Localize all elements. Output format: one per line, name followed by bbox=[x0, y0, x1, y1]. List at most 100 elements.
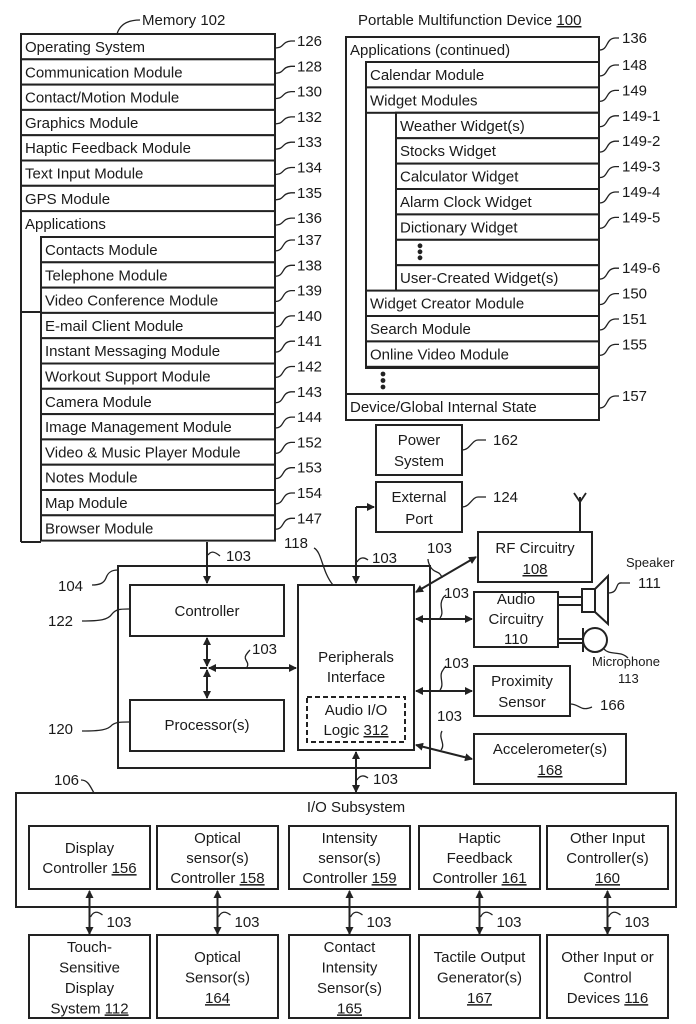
app-module-label: Map Module bbox=[45, 495, 128, 512]
app-module-label: Browser Module bbox=[45, 520, 153, 537]
io-controller-label: Optical bbox=[194, 830, 241, 847]
memory-title: Memory 102 bbox=[142, 12, 225, 29]
io-bus-ref: 103 bbox=[497, 914, 522, 931]
io-device-label: Intensity bbox=[322, 959, 378, 976]
io-controller-label: sensor(s) bbox=[318, 850, 381, 867]
speaker-icon bbox=[558, 573, 609, 627]
widget-row-label: Calculator Widget bbox=[400, 169, 519, 186]
ellipsis-dot-icon bbox=[417, 249, 423, 255]
widget-modules-row-leader bbox=[598, 89, 619, 103]
app-module-label: Workout Support Module bbox=[45, 369, 211, 386]
svg-text:110: 110 bbox=[504, 631, 528, 648]
app-module-label: E-mail Client Module bbox=[45, 318, 183, 335]
app-module-leader bbox=[274, 239, 295, 252]
app-continued-row-leader bbox=[598, 343, 619, 357]
svg-text:103: 103 bbox=[444, 655, 469, 672]
io-device-label: Contact bbox=[324, 939, 377, 956]
io-device-label: Devices 116 bbox=[567, 990, 648, 1007]
svg-text:Port: Port bbox=[405, 511, 433, 528]
controller-label: Controller bbox=[174, 603, 239, 620]
app-continued-row-leader bbox=[598, 318, 619, 331]
svg-text:103: 103 bbox=[373, 771, 398, 788]
memory-row-leader bbox=[274, 40, 295, 49]
memory-leader bbox=[116, 19, 141, 35]
app-module-ref: 140 bbox=[297, 308, 322, 325]
app-module-label: Contacts Module bbox=[45, 242, 158, 259]
svg-text:System: System bbox=[394, 453, 444, 470]
memory-row-ref: 133 bbox=[297, 134, 322, 151]
app-module-leader bbox=[274, 391, 295, 404]
external-port-ref: 124 bbox=[493, 489, 518, 506]
memory-row-label: Applications bbox=[25, 216, 106, 233]
widget-row: Stocks Widget 149-2 bbox=[395, 133, 660, 165]
memory-row-leader bbox=[274, 166, 295, 176]
widget-row-label: Weather Widget(s) bbox=[400, 118, 525, 135]
proximity-sensor-box: Proximity Sensor 166 bbox=[473, 665, 625, 717]
svg-text:External: External bbox=[391, 489, 446, 506]
widget-row-ref: 149-4 bbox=[622, 184, 660, 201]
widget-modules-row-ref: 149 bbox=[622, 82, 647, 99]
calendar-module-row-label: Calendar Module bbox=[370, 67, 484, 84]
io-ref: 106 bbox=[54, 772, 79, 789]
widget-row: Alarm Clock Widget 149-4 bbox=[395, 184, 660, 216]
controller-ref: 122 bbox=[48, 613, 73, 630]
microphone-ref: 113 bbox=[618, 671, 639, 686]
app-module-leader bbox=[274, 467, 295, 480]
widget-row-label: Alarm Clock Widget bbox=[400, 194, 533, 211]
svg-text:Proximity: Proximity bbox=[491, 673, 553, 690]
io-device-num: 164 bbox=[205, 990, 230, 1007]
widget-row-ref: 149-2 bbox=[622, 133, 660, 150]
widget-row-label: Stocks Widget bbox=[400, 143, 497, 160]
app-module-label: Video & Music Player Module bbox=[45, 444, 241, 461]
io-controller-label: Controller 159 bbox=[302, 870, 396, 887]
widget-row-label: User-Created Widget(s) bbox=[400, 270, 558, 287]
app-module-label: Instant Messaging Module bbox=[45, 343, 220, 360]
svg-text:Accelerometer(s): Accelerometer(s) bbox=[493, 741, 607, 758]
peripherals-ref: 118 bbox=[284, 535, 308, 552]
io-controller-num: 160 bbox=[595, 870, 620, 887]
app-continued-row-ref: 151 bbox=[622, 311, 647, 328]
memory-row-label: Graphics Module bbox=[25, 115, 138, 132]
rf-circuitry-box: RF Circuitry 108 bbox=[477, 492, 593, 583]
proximity-ref: 166 bbox=[600, 697, 625, 714]
apps-continued-row: Applications (continued)136 bbox=[350, 30, 647, 59]
svg-text:103: 103 bbox=[427, 540, 452, 557]
ellipsis-dot-icon bbox=[380, 378, 386, 383]
io-controller-label: Display bbox=[65, 840, 115, 857]
widget-row-leader bbox=[598, 216, 619, 230]
io-controller-label: Feedback bbox=[447, 850, 513, 867]
apps-continued-leader bbox=[598, 37, 619, 51]
device-global-state-label: Device/Global Internal State bbox=[350, 399, 537, 416]
widget-row-label: Dictionary Widget bbox=[400, 219, 518, 236]
app-module-ref: 142 bbox=[297, 359, 322, 376]
app-module-label: Telephone Module bbox=[45, 267, 168, 284]
io-device-label: Sensitive bbox=[59, 959, 120, 976]
power-ref: 162 bbox=[493, 432, 518, 449]
io-device-label: Touch- bbox=[67, 939, 112, 956]
calendar-module-row-ref: 148 bbox=[622, 57, 647, 74]
device-title: Portable Multifunction Device 100 bbox=[358, 12, 581, 29]
svg-text:103: 103 bbox=[226, 548, 251, 565]
memory-row-label: Operating System bbox=[25, 39, 145, 56]
app-continued-row-ref: 150 bbox=[622, 286, 647, 303]
memory-row-ref: 135 bbox=[297, 185, 322, 202]
